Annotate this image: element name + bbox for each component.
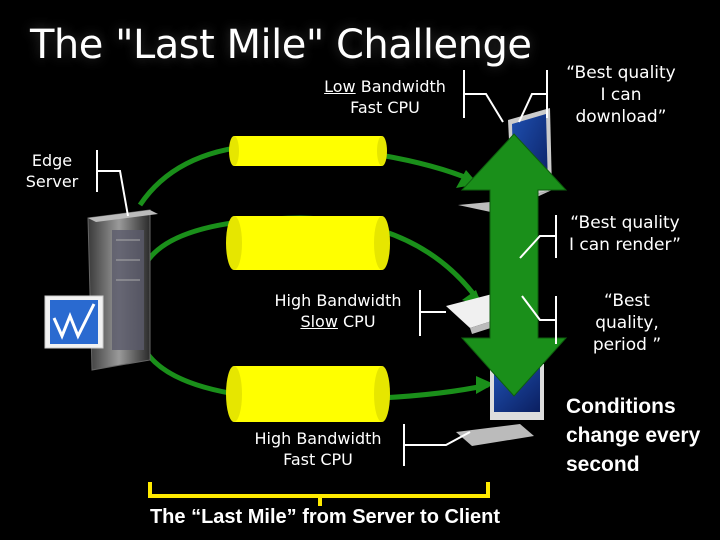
edge-server-label: Edge Server bbox=[22, 150, 82, 192]
pipe-top-label: Low Bandwidth Fast CPU bbox=[300, 76, 470, 118]
pipe-mid-bandwidth: High Bandwidth bbox=[274, 291, 402, 310]
quote-download-line3: download” bbox=[575, 107, 667, 127]
footer-bracket bbox=[148, 482, 490, 506]
pipe-mid-label: High Bandwidth Slow CPU bbox=[258, 290, 418, 332]
double-arrow bbox=[460, 133, 568, 397]
bracket-mid-label bbox=[419, 290, 446, 336]
conditions-line1: Conditions bbox=[566, 395, 676, 418]
conditions-text: Conditions change every second bbox=[566, 392, 716, 479]
quote-download-line2: I can bbox=[600, 85, 642, 105]
quote-render-line2: I can render” bbox=[569, 235, 681, 255]
pipe-top-bandwidth: Bandwidth bbox=[355, 77, 446, 96]
pipe-bot-cpu: Fast CPU bbox=[283, 450, 353, 469]
logo-icon bbox=[44, 295, 104, 349]
conditions-line2: change every bbox=[566, 424, 701, 447]
quote-period-line3: period ” bbox=[592, 335, 662, 355]
edge-server-line2: Server bbox=[25, 172, 79, 191]
pipe-mid bbox=[226, 216, 390, 270]
pipe-bot-bandwidth: High Bandwidth bbox=[254, 429, 382, 448]
slide-title: The "Last Mile" Challenge bbox=[30, 22, 532, 68]
pipe-bot bbox=[226, 366, 390, 422]
quote-period: “Best quality, period ” bbox=[572, 290, 682, 356]
pipe-top-cpu: Fast CPU bbox=[350, 98, 420, 117]
footer-caption: The “Last Mile” from Server to Client bbox=[149, 506, 501, 528]
arc-bot-arrowhead bbox=[476, 376, 494, 394]
pipe-top-low: Low bbox=[324, 77, 356, 96]
quote-period-line2: quality, bbox=[595, 313, 659, 333]
pipe-mid-slow: Slow bbox=[300, 312, 338, 331]
edge-server-line1: Edge bbox=[31, 151, 73, 170]
quote-render: “Best quality I can render” bbox=[560, 212, 690, 256]
bracket-q1 bbox=[518, 70, 548, 123]
bracket-edge bbox=[96, 150, 129, 217]
quote-period-line1: “Best bbox=[604, 291, 650, 311]
quote-download: “Best quality I can download” bbox=[556, 62, 686, 128]
pipe-bot-label: High Bandwidth Fast CPU bbox=[238, 428, 398, 470]
bracket-bot-label bbox=[403, 424, 471, 466]
pipe-top bbox=[229, 136, 387, 166]
conditions-line3: second bbox=[566, 453, 640, 476]
bracket-q3 bbox=[521, 295, 557, 344]
bracket-top-label bbox=[463, 70, 504, 123]
pipe-mid-cpu: CPU bbox=[337, 312, 376, 331]
bracket-q2 bbox=[519, 215, 557, 259]
quote-render-line1: “Best quality bbox=[570, 213, 680, 233]
quote-download-line1: “Best quality bbox=[566, 63, 676, 83]
